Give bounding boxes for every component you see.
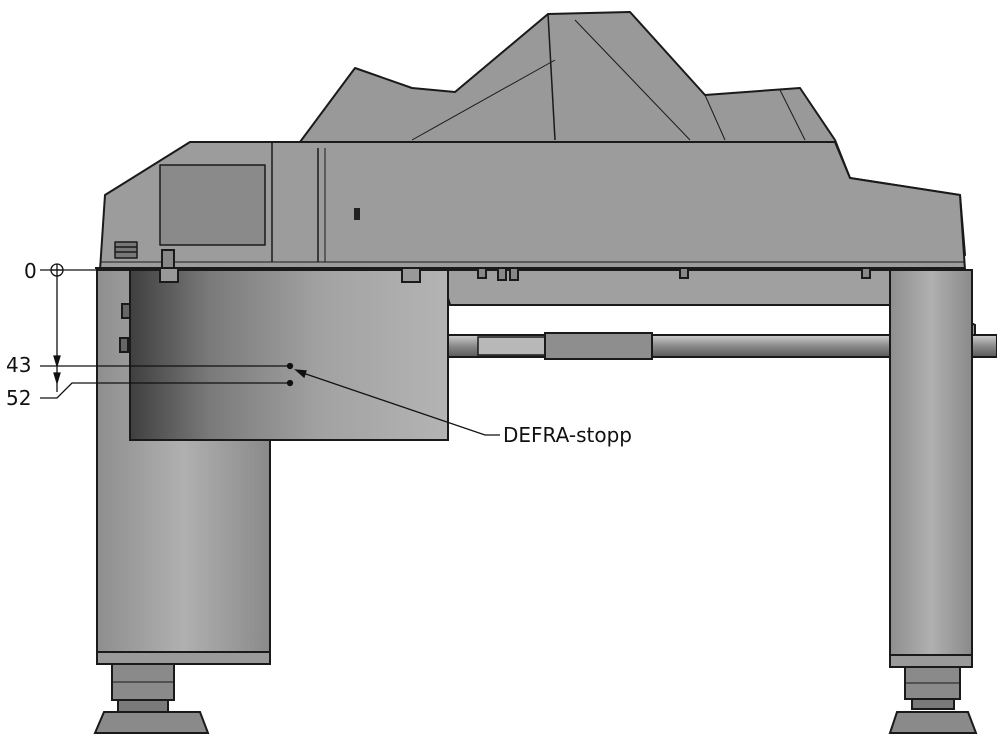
- water-tank: [129, 249, 449, 441]
- dimension-leaders: [40, 362, 294, 399]
- dimension-vertical: [53, 276, 61, 392]
- dimension-label-43: 43: [6, 353, 32, 377]
- callout-leader: [294, 369, 500, 436]
- leg-right: [888, 269, 978, 734]
- side-pipe: [447, 332, 997, 360]
- dimension-zero-datum: [40, 263, 98, 277]
- callout-label-defra-stopp: DEFRA-stopp: [503, 423, 632, 447]
- main-body: [95, 141, 966, 271]
- dimension-label-52: 52: [6, 386, 32, 410]
- dimension-label-zero: 0: [24, 259, 37, 283]
- vent-grill: [114, 241, 138, 259]
